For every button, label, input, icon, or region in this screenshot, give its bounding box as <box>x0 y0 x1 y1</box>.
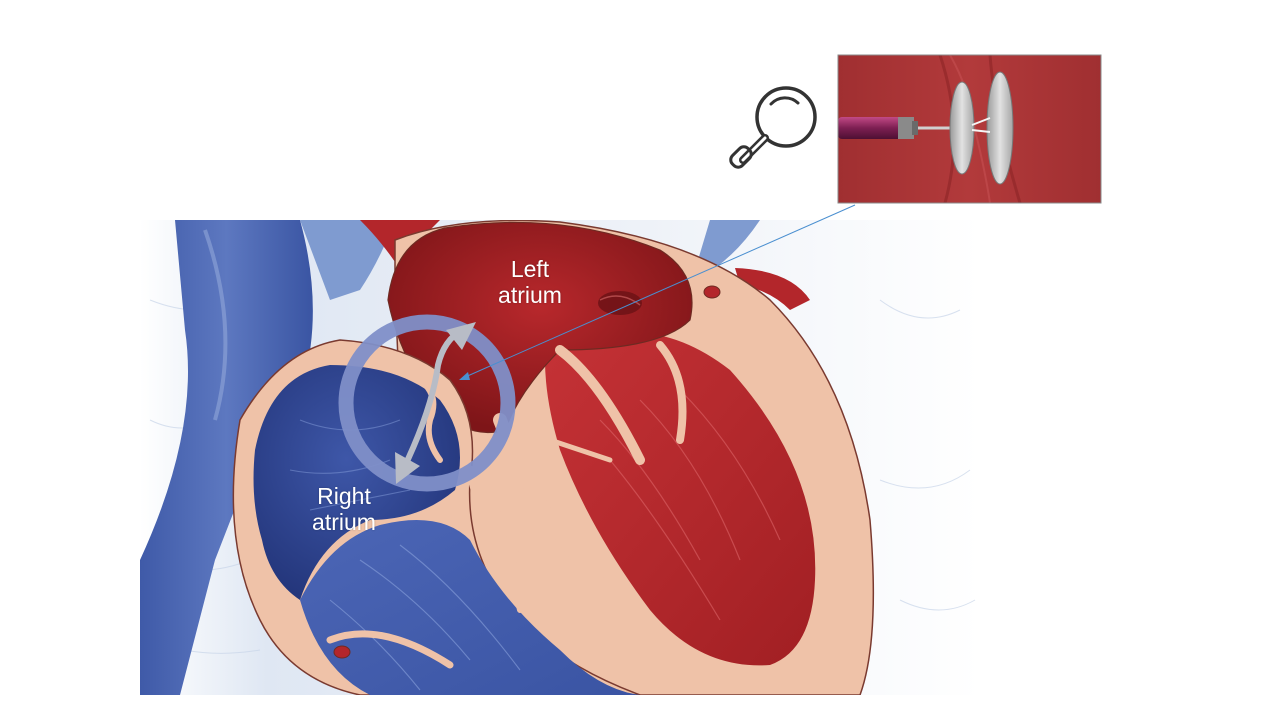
occluder-device-inset <box>838 55 1101 203</box>
right-atrium-label: Right atrium <box>284 483 404 535</box>
magnifying-glass-icon <box>728 88 815 170</box>
right-atrium-label-line2: atrium <box>284 509 404 535</box>
right-atrium-label-line1: Right <box>284 483 404 509</box>
left-atrium-label-line1: Left <box>470 256 590 282</box>
left-atrium-label: Left atrium <box>470 256 590 308</box>
left-atrium-label-line2: atrium <box>470 282 590 308</box>
